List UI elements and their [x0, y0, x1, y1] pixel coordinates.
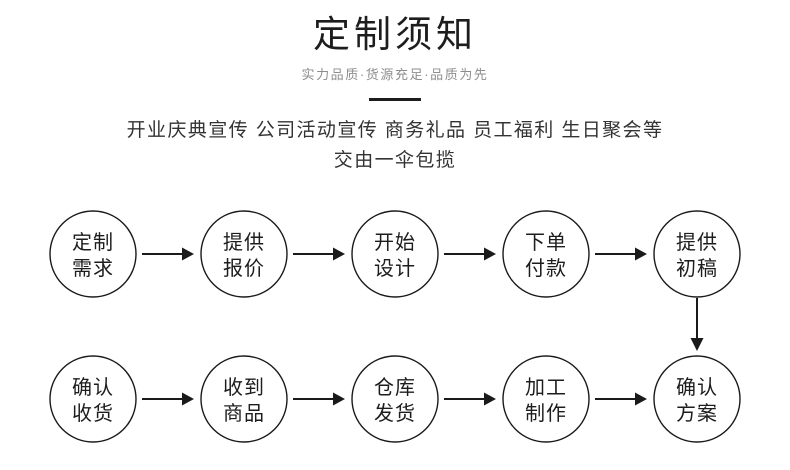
flow-node-label-line2: 报价	[223, 257, 265, 280]
flow-node-row1-3[interactable]: 开始 设计	[351, 210, 439, 298]
flow-node-label-line2: 制作	[525, 402, 567, 425]
flow-node-label-line1: 仓库	[374, 376, 416, 399]
arrow-row1-3	[444, 247, 496, 261]
arrow-row2-1	[142, 392, 194, 406]
arrow-row1-1	[142, 247, 194, 261]
flow-node-label-line2: 付款	[525, 257, 567, 280]
flow-node-row1-5[interactable]: 提供 初稿	[653, 210, 741, 298]
flow-node-label-line2: 需求	[72, 257, 114, 280]
flow-node-label-line1: 下单	[525, 231, 567, 254]
flow-node-label-line2: 收货	[72, 402, 114, 425]
flow-node-label-line2: 设计	[374, 257, 416, 280]
flow-node-row2-2[interactable]: 收到 商品	[200, 355, 288, 443]
intro-description: 开业庆典宣传 公司活动宣传 商务礼品 员工福利 生日聚会等 交由一伞包揽	[0, 116, 790, 176]
flow-node-label-line1: 开始	[374, 231, 416, 254]
arrow-row1-2	[293, 247, 345, 261]
horizontal-rule-icon	[369, 98, 421, 101]
flow-node-row2-4[interactable]: 加工 制作	[502, 355, 590, 443]
flow-node-row1-4[interactable]: 下单 付款	[502, 210, 590, 298]
flow-node-label-line1: 定制	[72, 231, 114, 254]
flow-node-label-line2: 初稿	[676, 257, 718, 280]
arrow-row2-2	[293, 392, 345, 406]
flow-node-label-line2: 发货	[374, 402, 416, 425]
flow-node-label-line1: 提供	[223, 231, 265, 254]
intro-line-1: 开业庆典宣传 公司活动宣传 商务礼品 员工福利 生日聚会等	[126, 120, 664, 141]
flow-node-label-line1: 确认	[72, 376, 114, 399]
arrow-row2-3	[444, 392, 496, 406]
divider-wrap	[0, 84, 790, 101]
flow-node-label-line1: 提供	[676, 231, 718, 254]
flow-node-row2-1[interactable]: 确认 收货	[49, 355, 137, 443]
arrow-row2-4	[595, 392, 647, 406]
arrow-vertical-connector	[690, 298, 704, 351]
flow-node-row2-5[interactable]: 确认 方案	[653, 355, 741, 443]
flow-node-row1-1[interactable]: 定制 需求	[49, 210, 137, 298]
page-subtitle: 实力品质·货源充足·品质为先	[301, 67, 489, 82]
flow-node-row1-2[interactable]: 提供 报价	[200, 210, 288, 298]
arrow-row1-4	[595, 247, 647, 261]
intro-line-2: 交由一伞包揽	[333, 150, 457, 171]
flow-node-row2-3[interactable]: 仓库 发货	[351, 355, 439, 443]
flow-node-label-line1: 确认	[676, 376, 718, 399]
page-title: 定制须知	[313, 14, 477, 55]
flow-node-label-line1: 收到	[223, 376, 265, 399]
flow-node-label-line2: 方案	[676, 402, 718, 425]
flow-node-label-line1: 加工	[525, 376, 567, 399]
page-header: 定制须知 实力品质·货源充足·品质为先	[0, 0, 790, 101]
flow-node-label-line2: 商品	[223, 402, 265, 425]
